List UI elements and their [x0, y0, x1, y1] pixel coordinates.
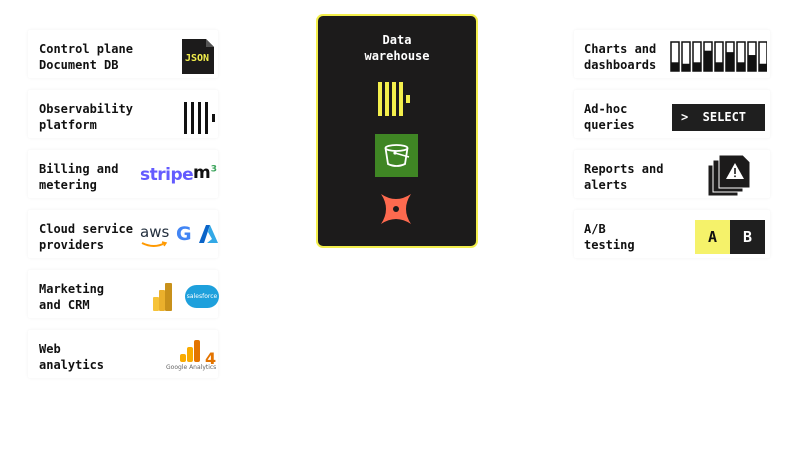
- json-badge-text: JSON: [185, 53, 209, 64]
- google-analytics-caption: Google Analytics: [166, 364, 217, 371]
- bar-fill: [704, 50, 712, 71]
- bar-chart-icon: [670, 41, 767, 72]
- bar-fill: [726, 52, 734, 71]
- json-file-icon: JSON: [182, 39, 214, 74]
- m3-logo: m3: [193, 163, 217, 183]
- bar-fill: [671, 62, 679, 71]
- s3-bucket-icon: [375, 134, 418, 177]
- ab-test-b-tile: B: [730, 220, 765, 254]
- power-bi-icon: [153, 283, 172, 311]
- bar-fill: [693, 62, 701, 71]
- bar-fill: [715, 62, 723, 71]
- clickhouse-icon: [378, 82, 410, 116]
- bar-fill: [682, 63, 690, 71]
- ab-test-a-tile: A: [695, 220, 730, 254]
- sql-select-box: > SELECT: [672, 104, 765, 131]
- bar-fill: [759, 63, 767, 71]
- google-analytics-number: 4: [205, 349, 217, 368]
- dbt-icon: [381, 194, 411, 224]
- bar-fill: [748, 55, 756, 71]
- barcode-logo-icon: [184, 102, 215, 134]
- bar-fill: [737, 62, 745, 71]
- source-card-billing: [28, 150, 218, 198]
- azure-logo-icon: [199, 225, 218, 243]
- google-analytics-icon: [180, 340, 200, 362]
- source-card-cloud: [28, 210, 218, 258]
- google-logo: G: [176, 223, 192, 245]
- alert-stack-icon: [707, 155, 751, 197]
- aws-logo: aws: [140, 224, 169, 250]
- source-card-web: [28, 330, 218, 378]
- salesforce-logo: salesforce: [185, 285, 219, 308]
- stripe-logo: stripe: [140, 165, 194, 185]
